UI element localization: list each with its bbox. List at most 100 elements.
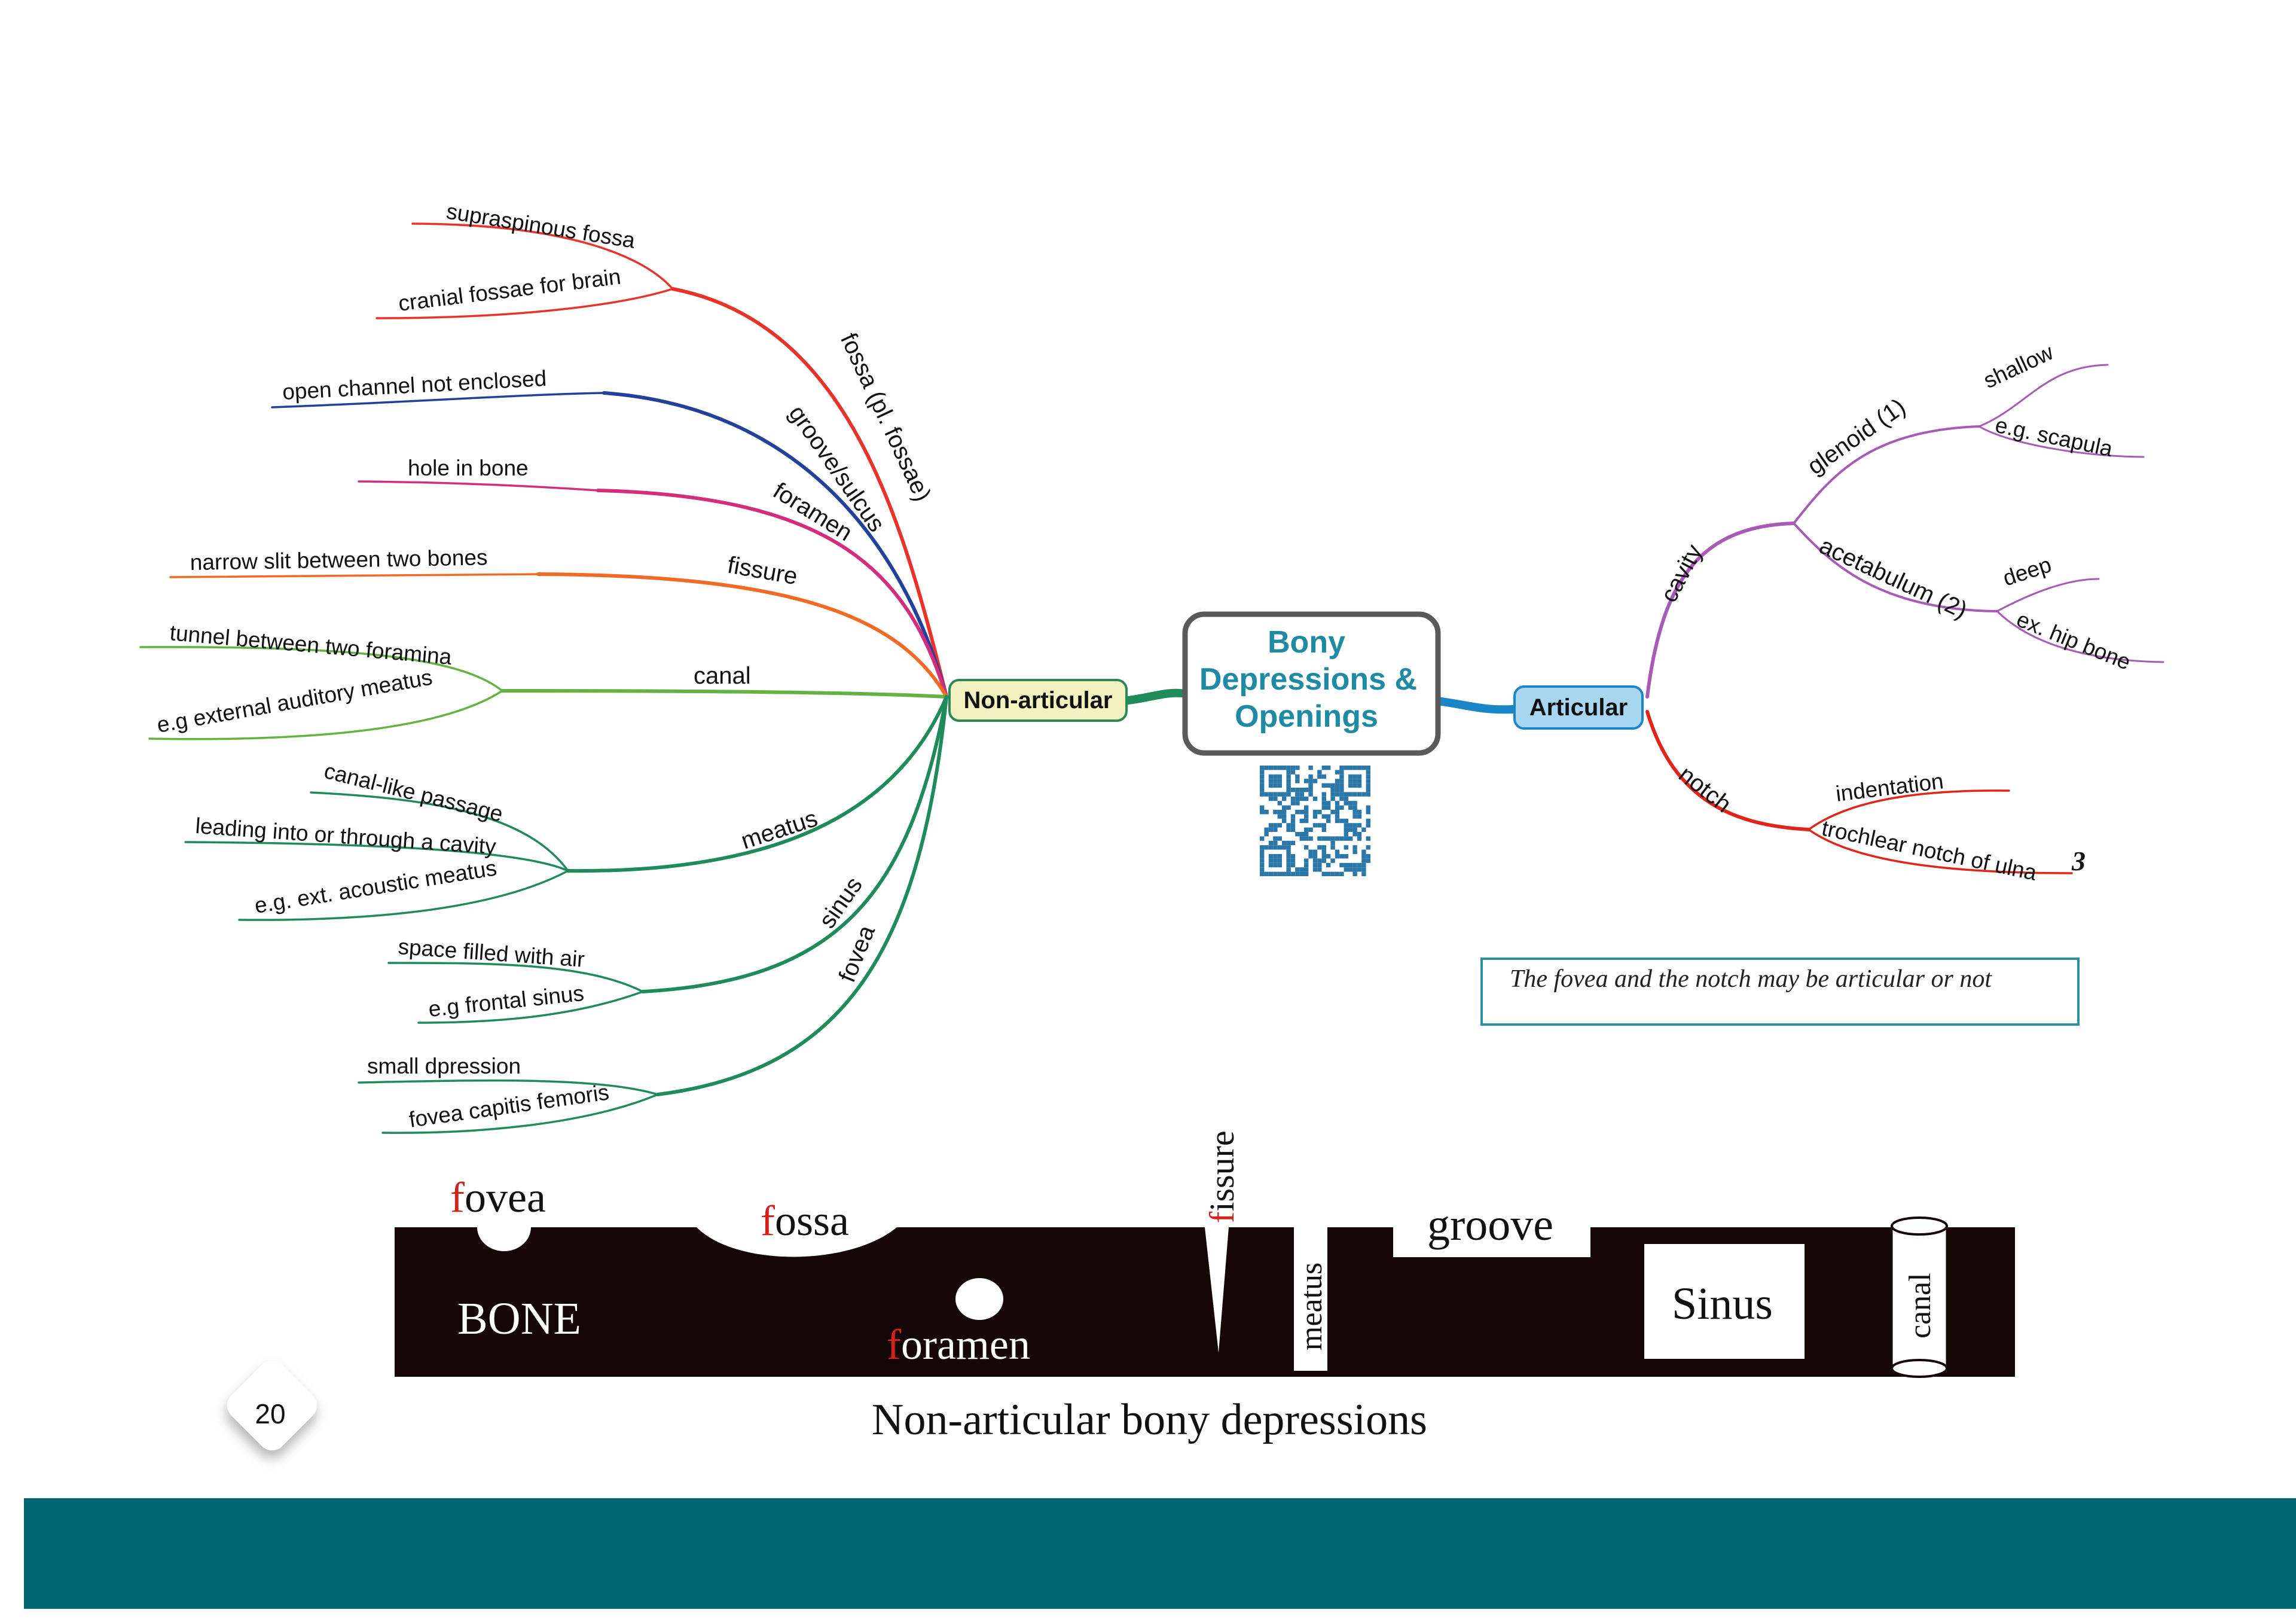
qr-module: [1366, 774, 1370, 779]
qr-module: [1317, 858, 1322, 863]
qr-module: [1344, 766, 1348, 770]
qr-module: [1268, 779, 1274, 783]
qr-module: [1330, 871, 1335, 876]
qr-module: [1339, 792, 1344, 797]
qr-module: [1277, 783, 1282, 788]
qr-module: [1357, 774, 1362, 779]
qr-module: [1335, 814, 1340, 819]
qr-module: [1321, 814, 1326, 819]
qr-module: [1308, 766, 1313, 770]
qr-module: [1290, 814, 1296, 819]
sinus-label: Sinus: [1672, 1279, 1773, 1329]
qr-module: [1317, 845, 1322, 850]
qr-module: [1282, 871, 1287, 876]
qr-module: [1308, 849, 1313, 854]
qr-module: [1335, 805, 1340, 810]
qr-module: [1321, 792, 1326, 797]
qr-module: [1339, 871, 1344, 876]
leaf-ext-acoustic: e.g. ext. acoustic meatus: [253, 855, 499, 918]
qr-module: [1304, 827, 1309, 832]
node-non-articular-label: Non-articular: [964, 687, 1113, 714]
qr-module: [1330, 788, 1335, 792]
qr-module: [1335, 836, 1340, 841]
qr-module: [1273, 796, 1278, 801]
page-number-tab: 20: [227, 1361, 317, 1450]
qr-module: [1339, 779, 1344, 783]
node-center: Bony Depressions & Openings: [1182, 611, 1441, 756]
qr-module: [1330, 792, 1335, 797]
qr-module: [1352, 801, 1357, 806]
qr-module: [1344, 854, 1348, 859]
qr-module: [1277, 836, 1282, 841]
label-fissure: fissure: [725, 552, 799, 590]
leaf-indentation: indentation: [1834, 769, 1945, 806]
qr-module: [1335, 810, 1340, 815]
qr-module: [1260, 849, 1265, 854]
qr-module: [1277, 779, 1282, 783]
qr-module: [1312, 796, 1318, 801]
qr-module: [1357, 779, 1362, 783]
qr-module: [1264, 810, 1269, 815]
qr-module: [1290, 858, 1296, 863]
qr-module: [1268, 792, 1274, 797]
qr-module: [1317, 774, 1322, 779]
qr-module: [1335, 849, 1340, 854]
qr-module: [1299, 810, 1304, 815]
qr-module: [1268, 783, 1274, 788]
qr-module: [1317, 770, 1322, 775]
qr-module: [1312, 823, 1318, 828]
qr-module: [1273, 854, 1278, 859]
qr-module: [1260, 779, 1265, 783]
note-box: The fovea and the notch may be articular…: [1480, 958, 2080, 1026]
qr-module: [1277, 792, 1282, 797]
qr-module: [1304, 796, 1309, 801]
qr-module: [1308, 854, 1313, 859]
qr-module: [1321, 801, 1326, 806]
qr-module: [1264, 832, 1269, 837]
qr-module: [1282, 766, 1287, 770]
qr-module: [1304, 871, 1309, 876]
qr-module: [1321, 827, 1326, 832]
qr-module: [1366, 779, 1370, 783]
qr-module: [1366, 766, 1370, 770]
label-acetabulum: acetabulum (2): [1815, 532, 1971, 624]
qr-module: [1344, 827, 1348, 832]
leaf-ex-hip-bone: ex. hip bone: [2013, 606, 2134, 675]
qr-module: [1290, 823, 1296, 828]
qr-module: [1339, 805, 1344, 810]
branch-groove: [271, 391, 948, 699]
qr-module: [1339, 862, 1344, 868]
qr-module: [1290, 766, 1296, 770]
qr-module: [1330, 845, 1335, 850]
qr-module: [1361, 766, 1366, 770]
qr-module: [1321, 871, 1326, 876]
qr-module: [1286, 845, 1291, 850]
qr-module: [1366, 858, 1370, 863]
leaf-deep: deep: [2000, 552, 2054, 590]
footer-band: [24, 1498, 2296, 1609]
label-meatus: meatus: [738, 805, 820, 854]
articular-branches: [1645, 364, 2164, 874]
qr-module: [1260, 810, 1265, 815]
qr-module: [1277, 862, 1282, 868]
qr-module: [1268, 858, 1274, 863]
fovea-dent: [477, 1227, 531, 1251]
qr-module: [1295, 867, 1300, 872]
sinus-cavity: [1644, 1244, 1805, 1359]
branch-cavity: [1645, 364, 2164, 699]
qr-module: [1273, 858, 1278, 863]
qr-module: [1335, 818, 1340, 824]
qr-module: [1273, 783, 1278, 788]
qr-module: [1366, 854, 1370, 859]
qr-module: [1260, 867, 1265, 872]
qr-module: [1268, 827, 1274, 832]
qr-module: [1273, 823, 1278, 828]
qr-module: [1286, 871, 1291, 876]
qr-module: [1273, 827, 1278, 832]
qr-module: [1321, 805, 1326, 810]
qr-module: [1273, 871, 1278, 876]
qr-module: [1299, 867, 1304, 872]
qr-module: [1268, 766, 1274, 770]
qr-module: [1357, 832, 1362, 837]
